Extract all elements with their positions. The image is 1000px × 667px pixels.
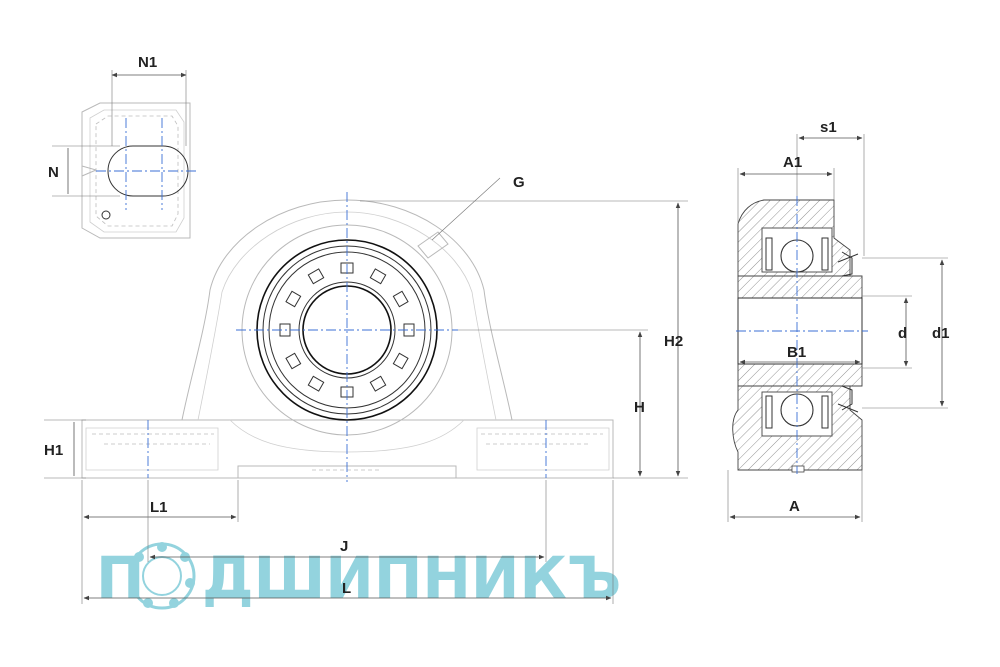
label-J: J: [340, 538, 348, 555]
cage-pocket: [307, 375, 325, 392]
label-H: H: [634, 399, 645, 416]
front-view: [44, 177, 688, 604]
base-detail-view: [52, 70, 196, 239]
watermark-logo: П ДШИПНИКЪ: [96, 542, 621, 612]
label-H2: H2: [664, 333, 683, 350]
cage-pocket: [369, 268, 387, 285]
watermark-letter-p: П: [96, 544, 145, 612]
label-H1: H1: [44, 442, 63, 459]
cage-pocket: [392, 352, 409, 370]
label-B1: B1: [787, 344, 806, 361]
section-view: [727, 134, 948, 522]
watermark-text: ДШИПНИКЪ: [202, 544, 621, 612]
cage-pocket: [392, 290, 409, 308]
label-d1: d1: [932, 325, 950, 342]
cage-pocket: [285, 290, 302, 308]
label-A1: A1: [783, 154, 802, 171]
label-G: G: [513, 174, 525, 191]
cage-pocket: [369, 375, 387, 392]
label-A: A: [789, 498, 800, 515]
cage-pocket: [307, 268, 325, 285]
cage-pocket: [285, 352, 302, 370]
label-N1: N1: [138, 54, 157, 71]
label-s1: s1: [820, 119, 837, 136]
label-L1: L1: [150, 499, 168, 516]
label-L: L: [342, 580, 351, 597]
pin-hole: [101, 210, 111, 220]
label-d: d: [898, 325, 907, 342]
label-N: N: [48, 164, 59, 181]
